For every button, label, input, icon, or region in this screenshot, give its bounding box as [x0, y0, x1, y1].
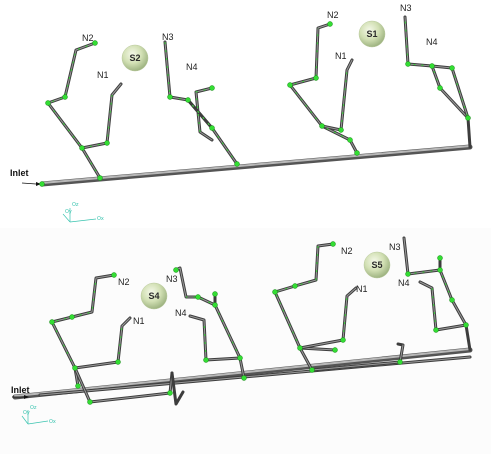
top-network-diagram: Inlet Oz Ox Oy — [10, 3, 473, 223]
top-inlet-label: Inlet — [10, 168, 29, 178]
top-node-labels: N2 N1 N3 N4 N2 N1 N3 N4 — [82, 3, 438, 80]
top-axis-z-label: Oz — [72, 202, 79, 208]
node-label: N2 — [327, 10, 339, 20]
top-sensor-s1: S1 — [358, 20, 386, 48]
sensor-label: S1 — [366, 29, 377, 39]
bottom-branch-pipes — [50, 236, 472, 406]
node-label: N3 — [389, 242, 401, 252]
node-label: N2 — [82, 33, 94, 43]
node-label: N2 — [118, 277, 130, 287]
node-label: N4 — [426, 37, 438, 47]
bottom-node-labels: N2 N1 N3 N4 N2 N1 N3 N4 — [118, 242, 410, 326]
node-label: N3 — [166, 274, 178, 284]
bottom-axis-x-label: Ox — [49, 419, 56, 425]
node-label: N4 — [398, 278, 410, 288]
top-axis-x-label: Ox — [97, 216, 104, 222]
bottom-sensor-s4: S4 — [140, 282, 168, 310]
node-label: N3 — [400, 3, 412, 13]
bottom-joint-fittings — [49, 241, 469, 405]
node-label: N1 — [335, 51, 347, 61]
bottom-axis-triad: Oz Ox Oy — [21, 405, 56, 425]
bottom-network-diagram: Inlet Oz Ox Oy — [11, 236, 473, 425]
node-label: N1 — [97, 70, 109, 80]
sensor-label: S2 — [129, 53, 140, 63]
bottom-inlet-label: Inlet — [11, 385, 30, 395]
lower-panel-background — [0, 228, 491, 454]
bottom-sensor-s5: S5 — [363, 251, 391, 279]
bottom-inlet-arrow — [12, 395, 29, 399]
node-label: N4 — [175, 308, 187, 318]
top-axis-y-label: Oy — [65, 209, 72, 215]
sensor-label: S5 — [371, 260, 382, 270]
node-label: N1 — [356, 284, 368, 294]
top-main-pipe — [39, 144, 473, 187]
node-label: N3 — [162, 32, 174, 42]
sensor-label: S4 — [148, 291, 159, 301]
node-label: N4 — [186, 62, 198, 72]
bottom-axis-y-label: Oy — [23, 410, 30, 416]
top-inlet-arrow — [21, 182, 41, 186]
top-axis-triad: Oz Ox Oy — [62, 202, 104, 223]
node-label: N2 — [341, 246, 353, 256]
bottom-axis-z-label: Oz — [30, 405, 37, 411]
top-sensor-s2: S2 — [121, 44, 149, 72]
top-joint-fittings — [39, 16, 471, 187]
node-label: N1 — [133, 316, 145, 326]
